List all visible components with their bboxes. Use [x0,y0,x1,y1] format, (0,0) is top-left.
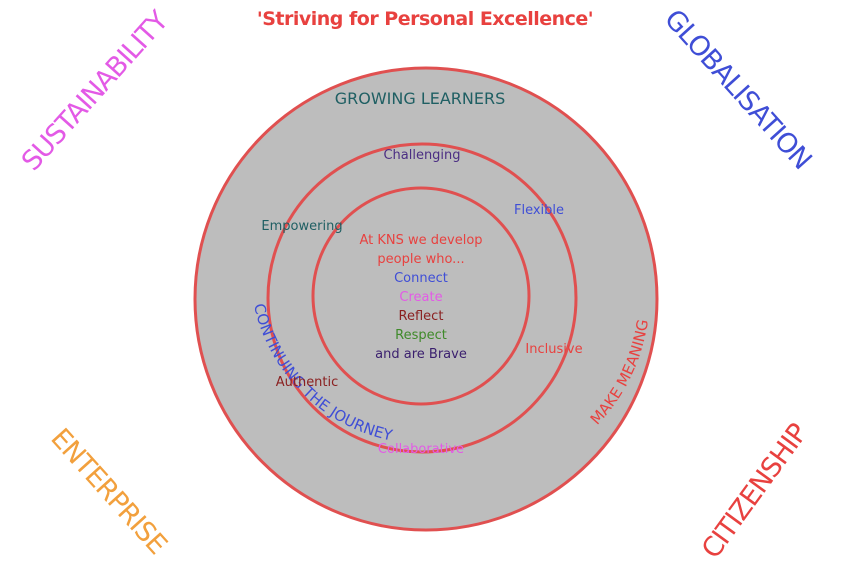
middle-ring-authentic: Authentic [276,375,339,390]
middle-ring-flexible: Flexible [514,203,564,218]
center-connect: Connect [394,271,448,286]
middle-ring-challenging: Challenging [383,148,460,163]
diagram-title: 'Striving for Personal Excellence' [256,8,594,30]
middle-ring-collaborative: Collaborative [378,442,464,457]
center-reflect: Reflect [399,309,444,324]
center-brave: and are Brave [375,347,467,362]
middle-ring-inclusive: Inclusive [525,342,582,357]
center-line-1: At KNS we develop [359,233,482,248]
center-respect: Respect [395,328,447,343]
outer-ring-label-growing-learners: GROWING LEARNERS [335,89,506,108]
middle-ring-empowering: Empowering [261,219,342,234]
center-create: Create [399,290,442,305]
inner-ring [311,186,531,406]
center-line-2: people who... [377,252,464,267]
